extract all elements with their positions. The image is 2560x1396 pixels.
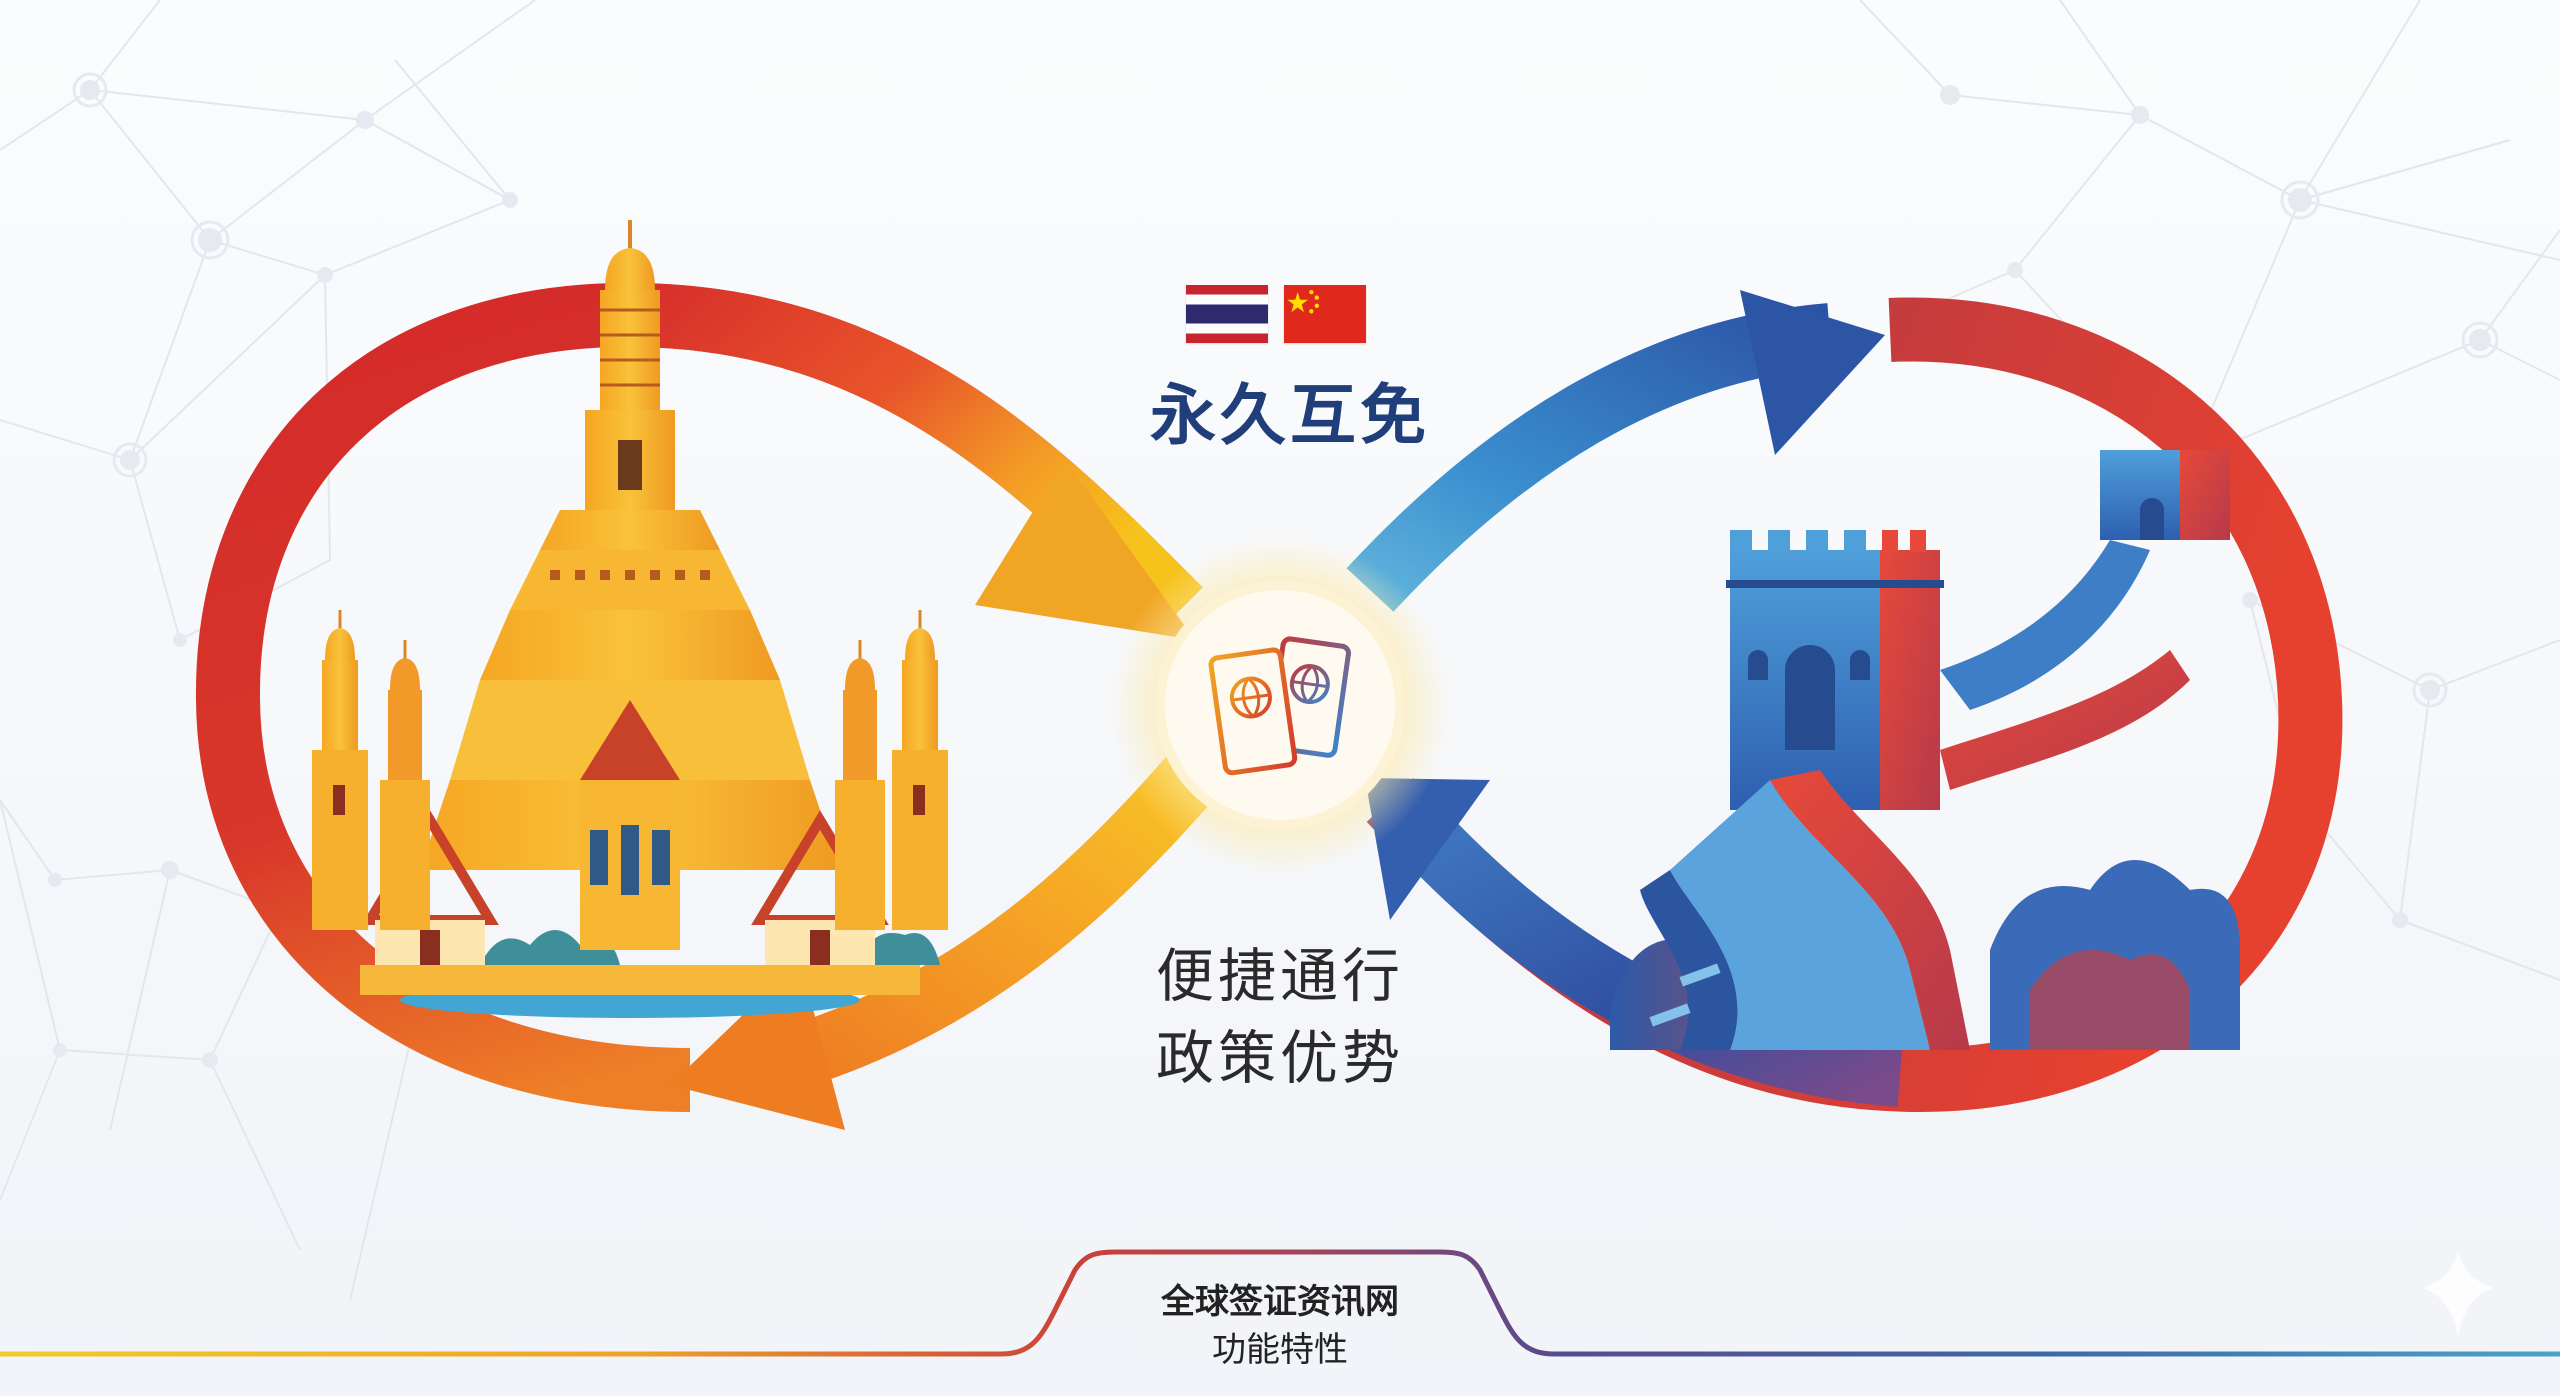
footer-site-name: 全球签证资讯网 — [1161, 1282, 1399, 1322]
china-flag-icon — [1284, 285, 1366, 343]
footer-label: 全球签证资讯网 功能特性 — [1080, 1278, 1480, 1374]
thailand-flag-icon — [1186, 285, 1268, 343]
footer-subtitle: 功能特性 — [1212, 1330, 1348, 1370]
center-caption: 便捷通行 政策优势 — [1130, 935, 1430, 1099]
caption-line-1: 便捷通行 — [1155, 942, 1404, 1010]
caption-line-2: 政策优势 — [1155, 1024, 1404, 1092]
great-wall-of-china-icon — [1610, 450, 2240, 1050]
thai-temple-wat-arun-icon — [312, 220, 948, 1018]
page-title: 永久互免 — [1150, 377, 1430, 454]
flags-row — [1186, 285, 1366, 343]
passports-globe-icon — [1208, 636, 1351, 776]
